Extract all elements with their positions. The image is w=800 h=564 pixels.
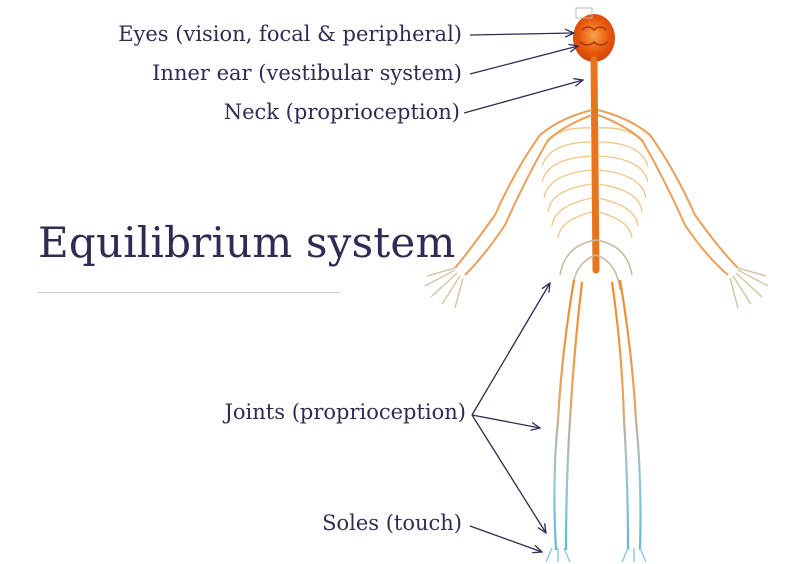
neck-arrow — [463, 80, 583, 114]
soles-arrow — [469, 525, 542, 552]
label-eyes: Eyes (vision, focal & peripheral) — [118, 22, 462, 46]
feet — [545, 547, 647, 563]
ribs — [541, 127, 649, 239]
leg-nerves — [553, 279, 642, 551]
joints-arrow-hip — [471, 283, 550, 416]
joints-arrow-ankle — [471, 414, 546, 533]
spinal-cord — [590, 56, 600, 274]
label-neck: Neck (proprioception) — [223, 100, 460, 124]
arm-nerves — [454, 109, 739, 276]
label-soles: Soles (touch) — [322, 511, 462, 535]
eyes-arrow — [469, 33, 574, 35]
nervous-system-figure — [424, 7, 769, 563]
title-divider — [38, 292, 340, 293]
joints-arrow-knee — [471, 414, 540, 428]
label-joints: Joints (proprioception) — [224, 400, 467, 424]
brain — [573, 14, 615, 62]
pointer-arrows — [463, 33, 583, 552]
hands — [424, 267, 769, 309]
inner-ear-arrow — [469, 46, 578, 75]
page-title: Equilibrium system — [38, 218, 456, 267]
label-inner-ear: Inner ear (vestibular system) — [152, 61, 462, 85]
